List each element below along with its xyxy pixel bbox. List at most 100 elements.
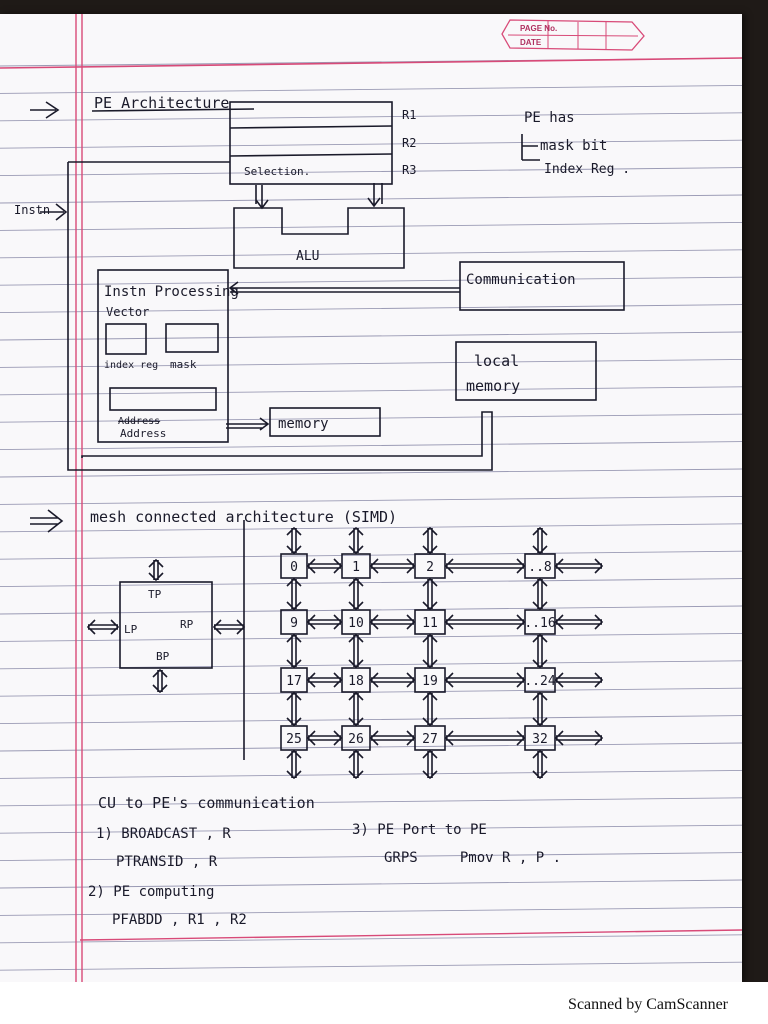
port-bottom: BP <box>156 650 170 663</box>
bidirectional-arrow-icon <box>444 672 526 688</box>
bidirectional-arrow-icon <box>306 730 343 746</box>
rule-line <box>0 824 743 834</box>
port-left: LP <box>124 623 138 636</box>
rule-line <box>0 879 743 889</box>
rule-line <box>0 84 743 94</box>
mesh-pe-label: 9 <box>290 616 298 631</box>
bidirectional-arrow-icon <box>422 749 438 780</box>
mesh-pe-label: 1 <box>352 560 360 575</box>
register-r2: R2 <box>402 136 416 150</box>
rule-line <box>0 523 743 533</box>
register-r1: R1 <box>402 108 416 122</box>
bidirectional-arrow-icon <box>444 730 526 746</box>
bidirectional-arrow-icon <box>348 526 364 555</box>
footer-line <box>79 929 743 941</box>
rule-line <box>0 139 743 149</box>
bidirectional-arrow-icon <box>348 749 364 780</box>
control-path <box>67 161 493 471</box>
local-memory-line1: local <box>474 352 519 370</box>
port-right: RP <box>180 618 194 631</box>
page-date-stamp: PAGE No. DATE <box>501 19 645 51</box>
bidirectional-arrow-icon <box>532 577 548 611</box>
communication-block <box>459 261 625 311</box>
rule-line <box>0 441 743 451</box>
item2-line1: 2) PE computing <box>88 884 214 900</box>
left-arrow-icon <box>228 281 460 295</box>
mesh-pe-label: 17 <box>286 674 302 689</box>
item1-line2: PTRANSID , R <box>116 854 218 870</box>
date-label: DATE <box>520 38 542 47</box>
rule-line <box>0 687 743 697</box>
mask-bit-label: mask bit <box>540 138 607 154</box>
mesh-pe-label: 0 <box>290 560 298 575</box>
rule-line <box>0 578 743 588</box>
rule-line <box>0 797 743 807</box>
rule-line <box>0 112 743 122</box>
scanned-by-watermark: Scanned by CamScanner <box>568 996 728 1013</box>
bidirectional-arrow-icon <box>554 558 604 574</box>
instruction-processing-vector <box>97 269 229 443</box>
section1-heading: PE Architecture <box>94 94 229 112</box>
register-block <box>229 101 393 185</box>
address-struck-text: Address <box>118 416 160 427</box>
memory-label: memory <box>278 416 329 432</box>
address-text: Address <box>120 427 166 440</box>
ruled-lines <box>0 57 743 971</box>
rule-line <box>0 852 743 862</box>
port-top: TP <box>148 588 162 601</box>
rule-line <box>0 715 743 725</box>
rule-line <box>0 550 743 560</box>
bidirectional-arrow-icon <box>554 730 604 746</box>
mask-box <box>165 323 219 353</box>
item3-line2: GRPS Pmov R , P . <box>384 850 561 866</box>
rule-line <box>0 769 743 779</box>
rule-line <box>0 249 743 259</box>
register-r3: R3 <box>402 163 416 177</box>
rule-line <box>0 304 743 314</box>
communication-label: Communication <box>466 272 576 288</box>
mesh-pe-label: 32 <box>532 732 548 747</box>
rule-line <box>0 632 743 642</box>
rule-line <box>0 413 743 423</box>
bidirectional-arrow-icon <box>554 672 604 688</box>
bidirectional-arrow-icon <box>554 614 604 630</box>
rule-line <box>0 221 743 231</box>
index-reg-label: Index Reg . <box>544 162 630 177</box>
pe-has-label: PE has <box>524 110 575 126</box>
rule-line <box>0 167 743 177</box>
bidirectional-arrow-icon <box>306 558 343 574</box>
alu-label: ALU <box>296 249 319 264</box>
bidirectional-arrow-icon <box>369 672 416 688</box>
rule-line <box>0 961 743 971</box>
alu-block <box>233 207 405 269</box>
address-box <box>109 387 217 411</box>
bidirectional-arrow-icon <box>444 614 526 630</box>
bidirectional-arrow-icon <box>422 633 438 669</box>
local-memory-line2: memory <box>466 377 520 395</box>
bidirectional-arrow-icon <box>286 749 302 780</box>
bidirectional-arrow-icon <box>532 526 548 555</box>
mesh-pe-label: 18 <box>348 674 364 689</box>
bidirectional-arrow-icon <box>532 691 548 727</box>
bidirectional-arrow-icon <box>369 558 416 574</box>
section2-heading: mesh connected architecture (SIMD) <box>90 508 397 526</box>
right-arrow-icon <box>40 203 68 221</box>
right-arrow-icon <box>226 417 270 431</box>
ipv-subtitle: Vector <box>106 305 149 319</box>
pe-architecture-section: PE Architecture Selection. R1 R2 R3 PE h… <box>14 94 630 471</box>
bidirectional-arrow-icon <box>152 668 168 694</box>
rule-line <box>0 660 743 670</box>
mesh-pe-label: 2 <box>426 560 434 575</box>
rule-line <box>0 906 743 916</box>
footer: Scanned by CamScanner <box>0 982 768 1024</box>
bidirectional-arrow-icon <box>286 691 302 727</box>
ipv-title: Instn Processing <box>104 284 239 300</box>
index-reg-text: index reg <box>104 360 158 371</box>
bidirectional-arrow-icon <box>369 730 416 746</box>
mesh-pe-label: 27 <box>422 732 438 747</box>
mesh-pe-label: ..24 <box>524 674 555 689</box>
rule-line <box>0 605 743 615</box>
rule-line <box>0 386 743 396</box>
